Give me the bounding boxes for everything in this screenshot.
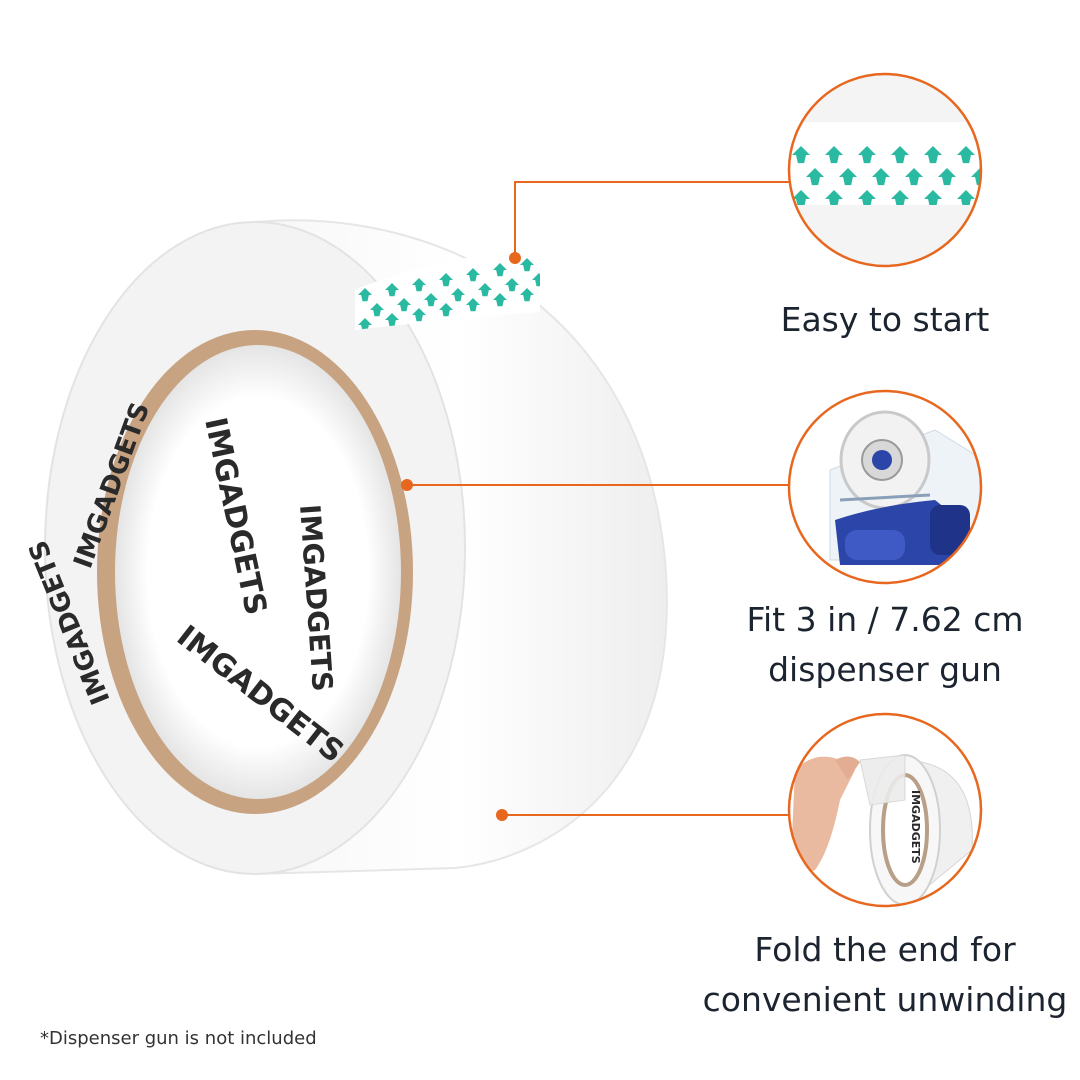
band-arrow (412, 308, 426, 322)
zoom-arrow (938, 168, 956, 186)
footnote: *Dispenser gun is not included (40, 1028, 317, 1049)
zoom-arrow (825, 190, 843, 208)
callout-dot-3 (496, 809, 508, 821)
mini-core-print: IMGADGETS (909, 790, 922, 864)
feature-caption-1: Easy to start (675, 295, 1080, 345)
zoom-arrow (825, 146, 843, 164)
zoom-arrow (891, 190, 909, 208)
band-arrow (493, 293, 507, 307)
zoom-arrow (858, 190, 876, 208)
band-arrow (493, 263, 507, 277)
band-arrow (466, 298, 480, 312)
feature-1-line-1: Easy to start (780, 300, 990, 339)
feature-caption-3: Fold the end for convenient unwinding (675, 925, 1080, 1025)
zoom-arrow (839, 168, 857, 186)
zoom-arrow (858, 146, 876, 164)
zoom-arrow (924, 146, 942, 164)
band-arrow (451, 288, 465, 302)
callout-lines (407, 181, 790, 816)
zoom-arrow (792, 190, 810, 208)
band-arrow (466, 268, 480, 282)
band-arrow (370, 303, 384, 317)
band-arrow (358, 318, 372, 330)
feature-2-line-1: Fit 3 in / 7.62 cm (746, 600, 1024, 639)
band-arrow (358, 288, 372, 302)
band-arrow (424, 293, 438, 307)
zoom-arrow (957, 190, 975, 208)
tape-roll-illustration: IMGADGETS IMGADGETS IMGADGETS IMGADGETS … (23, 219, 668, 876)
zoom-arrow (872, 168, 890, 186)
feature-circle-dispenser (787, 389, 983, 585)
callout-line-1 (514, 181, 790, 258)
band-arrow (520, 288, 534, 302)
callout-dot-2 (401, 479, 413, 491)
band-arrow (412, 278, 426, 292)
zoom-arrow (924, 190, 942, 208)
callout-dot-1 (509, 252, 521, 264)
zoom-arrow (891, 146, 909, 164)
band-arrow (397, 298, 411, 312)
feature-circle-fold-end: IMGADGETS (787, 712, 983, 908)
band-arrow (385, 313, 399, 327)
dispenser-gun-icon (829, 410, 981, 565)
zoom-arrow (957, 146, 975, 164)
zoom-arrow (806, 168, 824, 186)
band-arrow (385, 283, 399, 297)
band-arrow (439, 273, 453, 287)
band-arrow (520, 258, 534, 272)
band-arrow (439, 303, 453, 317)
band-arrow (478, 283, 492, 297)
feature-3-line-2: convenient unwinding (702, 980, 1068, 1019)
zoom-arrow (792, 146, 810, 164)
zoom-arrow (905, 168, 923, 186)
callout-dots (401, 252, 521, 821)
feature-2-line-2: dispenser gun (768, 650, 1002, 689)
band-arrow (505, 278, 519, 292)
band-arrow (532, 273, 540, 287)
feature-circle-easy-start (787, 72, 983, 268)
feature-caption-2: Fit 3 in / 7.62 cm dispenser gun (675, 595, 1080, 695)
core-inner (115, 345, 401, 799)
hand-fold-tape-icon: IMGADGETS (790, 754, 973, 906)
feature-3-line-1: Fold the end for (754, 930, 1016, 969)
